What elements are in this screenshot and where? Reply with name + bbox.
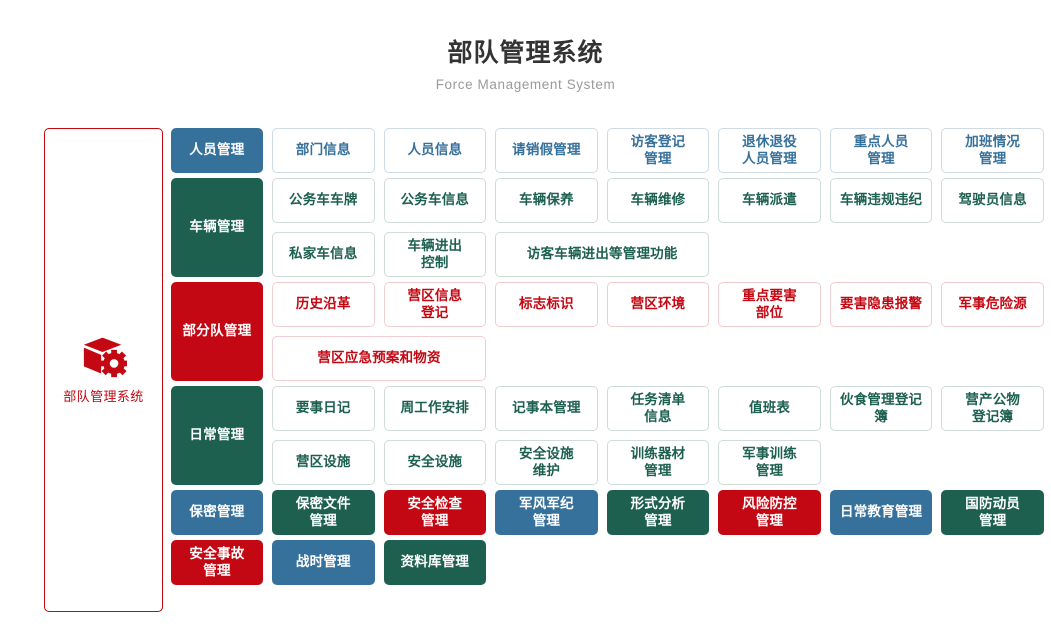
- category-row: 车辆管理公务车车牌公务车信息车辆保养车辆维修车辆派遣车辆违规违纪驾驶员信息私家车…: [171, 178, 1044, 277]
- module-button-形式分析管理[interactable]: 形式分析管理: [606, 490, 710, 535]
- module-button-人员信息[interactable]: 人员信息: [383, 128, 487, 173]
- category-row: 保密管理保密文件管理安全检查管理军风军纪管理形式分析管理风险防控管理日常教育管理…: [171, 490, 1044, 535]
- category-label-人员管理[interactable]: 人员管理: [171, 128, 263, 173]
- module-button-安全检查管理[interactable]: 安全检查管理: [383, 490, 487, 535]
- module-button-访客登记管理[interactable]: 访客登记管理: [606, 128, 710, 173]
- module-button-风险防控管理[interactable]: 风险防控管理: [718, 490, 821, 535]
- category-label-安全事故管理[interactable]: 安全事故管理: [171, 540, 263, 585]
- category-label-部分队管理[interactable]: 部分队管理: [171, 282, 263, 381]
- module-button-车辆派遣[interactable]: 车辆派遣: [718, 178, 821, 223]
- module-button-训练器材管理[interactable]: 训练器材管理: [606, 440, 710, 485]
- module-button-历史沿革[interactable]: 历史沿革: [272, 282, 375, 327]
- page-title: 部队管理系统: [447, 39, 604, 67]
- category-row: 日常管理要事日记周工作安排记事本管理任务清单信息值班表伙食管理登记簿营产公物登记…: [171, 386, 1044, 485]
- module-button-保密文件管理[interactable]: 保密文件管理: [272, 490, 375, 535]
- module-button-公务车车牌[interactable]: 公务车车牌: [272, 178, 375, 223]
- module-button-营区设施[interactable]: 营区设施: [272, 440, 375, 485]
- module-button-访客车辆进出等管理功能[interactable]: 访客车辆进出等管理功能: [495, 232, 710, 277]
- category-label-保密管理[interactable]: 保密管理: [171, 490, 263, 535]
- page-subtitle: Force Management System: [435, 77, 616, 92]
- category-cells: 公务车车牌公务车信息车辆保养车辆维修车辆派遣车辆违规违纪驾驶员信息私家车信息车辆…: [272, 178, 1044, 277]
- module-button-记事本管理[interactable]: 记事本管理: [495, 386, 598, 431]
- module-button-日常教育管理[interactable]: 日常教育管理: [829, 490, 933, 535]
- module-button-国防动员管理[interactable]: 国防动员管理: [941, 490, 1044, 535]
- module-button-安全设施[interactable]: 安全设施: [383, 440, 487, 485]
- module-button-军风军纪管理[interactable]: 军风军纪管理: [495, 490, 598, 535]
- category-cells: 战时管理资料库管理: [272, 540, 1044, 585]
- module-button-公务车信息[interactable]: 公务车信息: [383, 178, 487, 223]
- module-button-资料库管理[interactable]: 资料库管理: [383, 540, 487, 585]
- module-button-值班表[interactable]: 值班表: [718, 386, 821, 431]
- module-button-标志标识[interactable]: 标志标识: [495, 282, 598, 327]
- sidebar-brand-panel[interactable]: 部队管理系统: [44, 128, 163, 612]
- module-button-要害隐患报警[interactable]: 要害隐患报警: [829, 282, 933, 327]
- module-button-请销假管理[interactable]: 请销假管理: [495, 128, 598, 173]
- module-button-车辆违规违纪[interactable]: 车辆违规违纪: [829, 178, 933, 223]
- module-button-车辆维修[interactable]: 车辆维修: [606, 178, 710, 223]
- module-button-重点要害部位[interactable]: 重点要害部位: [718, 282, 821, 327]
- module-button-营区应急预案和物资[interactable]: 营区应急预案和物资: [272, 336, 487, 381]
- cube-gear-icon: [83, 337, 127, 377]
- module-button-要事日记[interactable]: 要事日记: [272, 386, 375, 431]
- module-button-营区环境[interactable]: 营区环境: [606, 282, 710, 327]
- module-button-营产公物登记簿[interactable]: 营产公物登记簿: [941, 386, 1044, 431]
- category-row: 安全事故管理战时管理资料库管理: [171, 540, 1044, 585]
- module-button-驾驶员信息[interactable]: 驾驶员信息: [941, 178, 1044, 223]
- category-cells: 保密文件管理安全检查管理军风军纪管理形式分析管理风险防控管理日常教育管理国防动员…: [272, 490, 1044, 535]
- module-button-周工作安排[interactable]: 周工作安排: [383, 386, 487, 431]
- module-button-任务清单信息[interactable]: 任务清单信息: [606, 386, 710, 431]
- module-button-战时管理[interactable]: 战时管理: [272, 540, 375, 585]
- category-cells: 要事日记周工作安排记事本管理任务清单信息值班表伙食管理登记簿营产公物登记簿营区设…: [272, 386, 1044, 485]
- module-button-安全设施维护[interactable]: 安全设施维护: [495, 440, 598, 485]
- category-label-车辆管理[interactable]: 车辆管理: [171, 178, 263, 277]
- module-button-军事训练管理[interactable]: 军事训练管理: [718, 440, 821, 485]
- module-button-加班情况管理[interactable]: 加班情况管理: [941, 128, 1044, 173]
- category-label-日常管理[interactable]: 日常管理: [171, 386, 263, 485]
- module-button-退休退役人员管理[interactable]: 退休退役人员管理: [718, 128, 821, 173]
- page-body: 部队管理系统 人员管理部门信息人员信息请销假管理访客登记管理退休退役人员管理重点…: [0, 128, 1051, 612]
- module-button-部门信息[interactable]: 部门信息: [272, 128, 375, 173]
- category-row: 人员管理部门信息人员信息请销假管理访客登记管理退休退役人员管理重点人员管理加班情…: [171, 128, 1044, 173]
- category-row: 部分队管理历史沿革营区信息登记标志标识营区环境重点要害部位要害隐患报警军事危险源…: [171, 282, 1044, 381]
- module-button-军事危险源[interactable]: 军事危险源: [941, 282, 1044, 327]
- sidebar-brand-label: 部队管理系统: [63, 388, 144, 404]
- module-button-伙食管理登记簿[interactable]: 伙食管理登记簿: [829, 386, 933, 431]
- module-button-车辆保养[interactable]: 车辆保养: [495, 178, 598, 223]
- module-button-营区信息登记[interactable]: 营区信息登记: [383, 282, 487, 327]
- category-cells: 历史沿革营区信息登记标志标识营区环境重点要害部位要害隐患报警军事危险源营区应急预…: [272, 282, 1044, 381]
- module-matrix: 人员管理部门信息人员信息请销假管理访客登记管理退休退役人员管理重点人员管理加班情…: [171, 128, 1044, 612]
- module-button-重点人员管理[interactable]: 重点人员管理: [829, 128, 933, 173]
- page-header: 部队管理系统 Force Management System: [0, 0, 1051, 92]
- category-cells: 部门信息人员信息请销假管理访客登记管理退休退役人员管理重点人员管理加班情况管理: [272, 128, 1044, 173]
- module-button-车辆进出控制[interactable]: 车辆进出控制: [383, 232, 487, 277]
- module-button-私家车信息[interactable]: 私家车信息: [272, 232, 375, 277]
